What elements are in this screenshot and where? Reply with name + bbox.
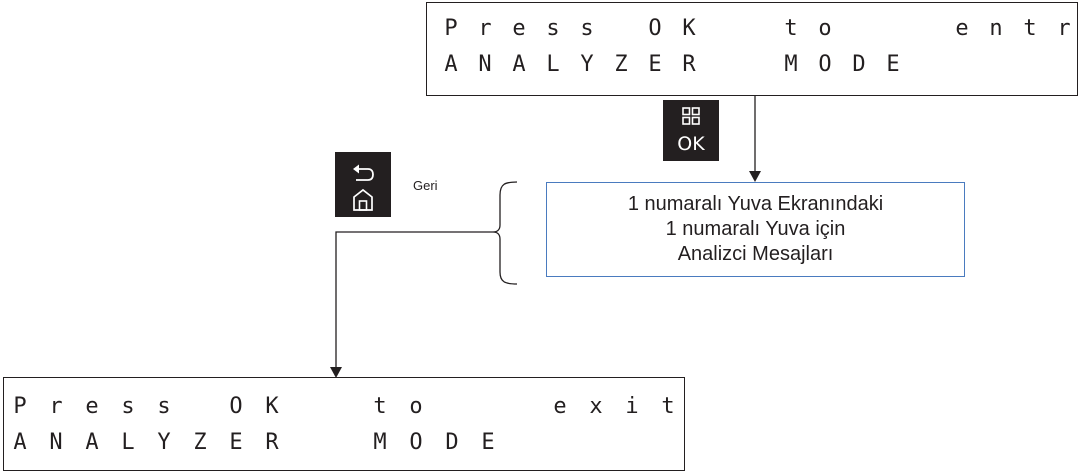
lcd-char: n (989, 16, 1003, 41)
lcd-char: s (580, 16, 594, 41)
lcd-char: N (478, 52, 492, 77)
lcd-char: P (13, 394, 27, 419)
lcd-char: t (1023, 16, 1037, 41)
lcd-char: M (373, 430, 387, 455)
lcd-char: r (478, 16, 492, 41)
brace (492, 181, 518, 285)
lcd-char: r (49, 394, 63, 419)
lcd-char: e (553, 394, 567, 419)
grid-icon (682, 107, 700, 125)
back-home-button[interactable] (335, 152, 391, 217)
lcd-char: K (265, 394, 279, 419)
message-line-3: Analizci Mesajları (677, 243, 834, 265)
lcd-char: L (121, 430, 135, 455)
lcd-char: o (818, 16, 832, 41)
lcd-char: R (682, 52, 696, 77)
back-arrow-icon (353, 164, 374, 181)
lcd-char: L (546, 52, 560, 77)
lcd-char: E (229, 430, 243, 455)
lcd-char: A (512, 52, 526, 77)
lcd-display-bottom: P r e s s O K t o e x i t A N A L Y Z E … (3, 377, 685, 471)
lcd-char: Z (614, 52, 628, 77)
lcd-char: Y (157, 430, 171, 455)
message-line-2: 1 numaralı Yuva için (665, 218, 846, 240)
lcd-char: P (444, 16, 458, 41)
lcd-char: E (886, 52, 900, 77)
lcd-char: A (444, 52, 458, 77)
ok-button[interactable]: OK (663, 100, 719, 161)
lcd-char: t (661, 394, 675, 419)
lcd-char: O (818, 52, 832, 77)
lcd-char: s (157, 394, 171, 419)
lcd-char: o (409, 394, 423, 419)
lcd-char: D (445, 430, 459, 455)
lcd-display-top: P r e s s O K t o e n t r A N A L Y Z E … (426, 2, 1078, 96)
lcd-char: A (13, 430, 27, 455)
lcd-char: K (682, 16, 696, 41)
connector-line-bottom (335, 231, 493, 368)
lcd-char: E (648, 52, 662, 77)
lcd-char: O (229, 394, 243, 419)
analyzer-message-box: 1 numaralı Yuva Ekranındaki 1 numaralı Y… (546, 182, 965, 277)
lcd-char: e (955, 16, 969, 41)
lcd-char: r (1057, 16, 1071, 41)
lcd-char: s (121, 394, 135, 419)
lcd-char: E (481, 430, 495, 455)
lcd-char: Z (193, 430, 207, 455)
arrowhead-to-message-box (749, 171, 761, 182)
lcd-char: e (85, 394, 99, 419)
lcd-char: t (784, 16, 798, 41)
home-icon (353, 188, 373, 211)
message-line-1: 1 numaralı Yuva Ekranındaki (627, 193, 884, 215)
back-label: Geri (413, 178, 438, 193)
lcd-char: O (648, 16, 662, 41)
lcd-char: R (265, 430, 279, 455)
lcd-char: M (784, 52, 798, 77)
lcd-char: s (546, 16, 560, 41)
lcd-char: D (852, 52, 866, 77)
arrowhead-to-bottom-display (330, 367, 342, 378)
lcd-char: x (589, 394, 603, 419)
lcd-char: O (409, 430, 423, 455)
lcd-char: i (625, 394, 639, 419)
lcd-char: N (49, 430, 63, 455)
ok-button-label: OK (677, 133, 705, 155)
lcd-char: Y (580, 52, 594, 77)
lcd-char: e (512, 16, 526, 41)
lcd-char: A (85, 430, 99, 455)
lcd-char: t (373, 394, 387, 419)
